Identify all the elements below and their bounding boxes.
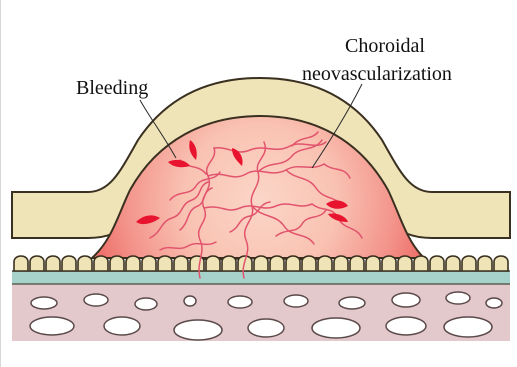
rpe-cell [174,256,188,271]
choroid-vessel [248,319,284,337]
choroid-vessel [184,296,196,306]
rpe-cell [382,256,396,271]
choroid-vessel [444,317,492,337]
rpe-cell [46,256,60,271]
rpe-cell [190,256,204,271]
cnv-label-line1: Choroidal [345,35,425,57]
rpe-cell [398,256,412,271]
choroid-vessel [339,297,365,309]
choroid-vessel [386,317,426,335]
choroid-vessel [446,292,470,304]
rpe-cell [254,256,268,271]
rpe-cell [78,256,92,271]
choroid-vessel [135,298,157,310]
rpe-cell [286,256,300,271]
choroid-vessel [392,293,420,307]
choroid-vessel [486,298,502,308]
choroid-vessel [174,320,222,340]
bleeding-label: Bleeding [76,77,148,99]
rpe-cell [446,256,460,271]
rpe-cell [14,256,28,271]
rpe-cell [62,256,76,271]
rpe-cell [30,256,44,271]
rpe-cell [142,256,156,271]
rpe-cell [414,256,428,271]
rpe-cell [318,256,332,271]
cnv-label-line2: neovascularization [302,63,452,85]
rpe-cell [94,256,108,271]
choroid-vessel [312,318,360,338]
rpe-cells [14,256,508,271]
choroid-vessel [84,294,108,306]
rpe-cell [462,256,476,271]
bruch-membrane-band [12,271,510,284]
choroid-vessel [30,317,74,335]
rpe-cell [366,256,380,271]
rpe-cell [302,256,316,271]
rpe-cell [126,256,140,271]
choroid-vessel [284,295,308,307]
rpe-cell [270,256,284,271]
rpe-cell [110,256,124,271]
rpe-cell [206,256,220,271]
choroid-vessel [31,297,57,309]
rpe-cell [350,256,364,271]
choroid-vessel [104,317,140,335]
choroid-vessel [228,296,252,308]
rpe-cell [478,256,492,271]
rpe-cell [158,256,172,271]
rpe-cell [334,256,348,271]
rpe-cell [222,256,236,271]
rpe-cell [494,256,508,271]
rpe-cell [430,256,444,271]
